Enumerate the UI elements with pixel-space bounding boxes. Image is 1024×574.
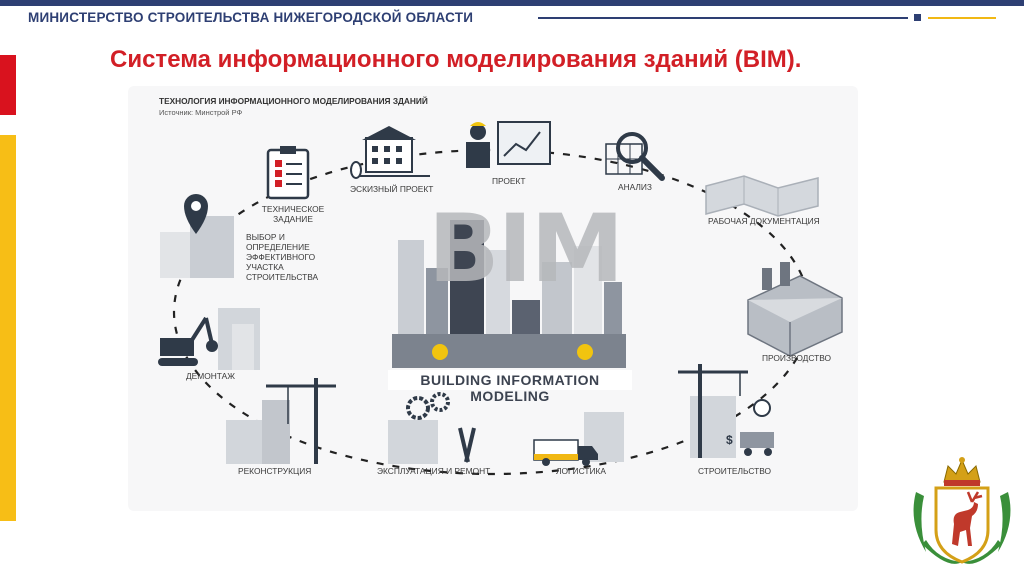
header-rule-navy bbox=[538, 17, 908, 19]
project-presenter-icon bbox=[466, 121, 551, 168]
sketch-building-icon bbox=[350, 126, 430, 179]
working-docs-icon bbox=[705, 175, 819, 217]
stage-label-sketch: ЭСКИЗНЫЙ ПРОЕКТ bbox=[350, 184, 434, 194]
logistics-truck-icon bbox=[533, 412, 624, 466]
stage-label-construction: СТРОИТЕЛЬСТВО bbox=[698, 466, 772, 476]
stage-label-analysis: АНАЛИЗ bbox=[618, 182, 652, 192]
demolition-excavator-icon bbox=[158, 308, 260, 370]
stage-label-site-selection: ВЫБОР И ОПРЕДЕЛЕНИЕ ЭФФЕКТИВНОГО УЧАСТКА… bbox=[246, 232, 319, 282]
side-accent-red bbox=[0, 55, 16, 115]
production-factory-icon bbox=[747, 262, 843, 357]
tech-spec-checklist-icon bbox=[266, 146, 310, 200]
stage-label-working-docs: РАБОЧАЯ ДОКУМЕНТАЦИЯ bbox=[708, 216, 820, 226]
slide-title: Система информационного моделирования зд… bbox=[110, 46, 802, 73]
analysis-magnifier-icon bbox=[605, 132, 665, 181]
emblem-deer bbox=[952, 491, 983, 546]
region-coat-of-arms bbox=[913, 457, 1011, 564]
svg-text:$: $ bbox=[726, 433, 733, 447]
construction-crane-icon: $ bbox=[678, 364, 774, 458]
stage-label-project: ПРОЕКТ bbox=[492, 176, 526, 186]
site-selection-pin-icon bbox=[160, 194, 234, 278]
bim-banner: BUILDING INFORMATION MODELING bbox=[388, 370, 632, 404]
operation-gears-icon bbox=[388, 392, 476, 464]
emblem-crown bbox=[943, 457, 981, 486]
stage-label-operation: ЭКСПЛУАТАЦИЯ И РЕМОНТ bbox=[377, 466, 491, 476]
bim-banner-text: BUILDING INFORMATION MODELING bbox=[420, 372, 600, 404]
header-rule-square bbox=[914, 14, 921, 21]
organization-name: МИНИСТЕРСТВО СТРОИТЕЛЬСТВА НИЖЕГОРОДСКОЙ… bbox=[28, 10, 474, 25]
stage-label-reconstruction: РЕКОНСТРУКЦИЯ bbox=[238, 466, 312, 476]
central-skyline-illustration bbox=[392, 220, 626, 368]
bim-center-word: BIM bbox=[428, 195, 624, 304]
emblem-wreath bbox=[913, 492, 1011, 564]
reconstruction-crane-icon bbox=[226, 378, 336, 464]
stage-label-production: ПРОИЗВОДСТВО bbox=[762, 353, 832, 363]
diagram-title: ТЕХНОЛОГИЯ ИНФОРМАЦИОННОГО МОДЕЛИРОВАНИЯ… bbox=[159, 96, 428, 106]
stage-label-logistics: ЛОГИСТИКА bbox=[556, 466, 606, 476]
header-rule-gold bbox=[928, 17, 996, 19]
stage-label-demolition: ДЕМОНТАЖ bbox=[186, 371, 235, 381]
top-border-bar bbox=[0, 0, 1024, 6]
diagram-source: Источник: Минстрой РФ bbox=[159, 108, 243, 117]
stage-label-tech-spec: ТЕХНИЧЕСКОЕ ЗАДАНИЕ bbox=[261, 204, 325, 224]
side-accent-gold bbox=[0, 135, 16, 521]
